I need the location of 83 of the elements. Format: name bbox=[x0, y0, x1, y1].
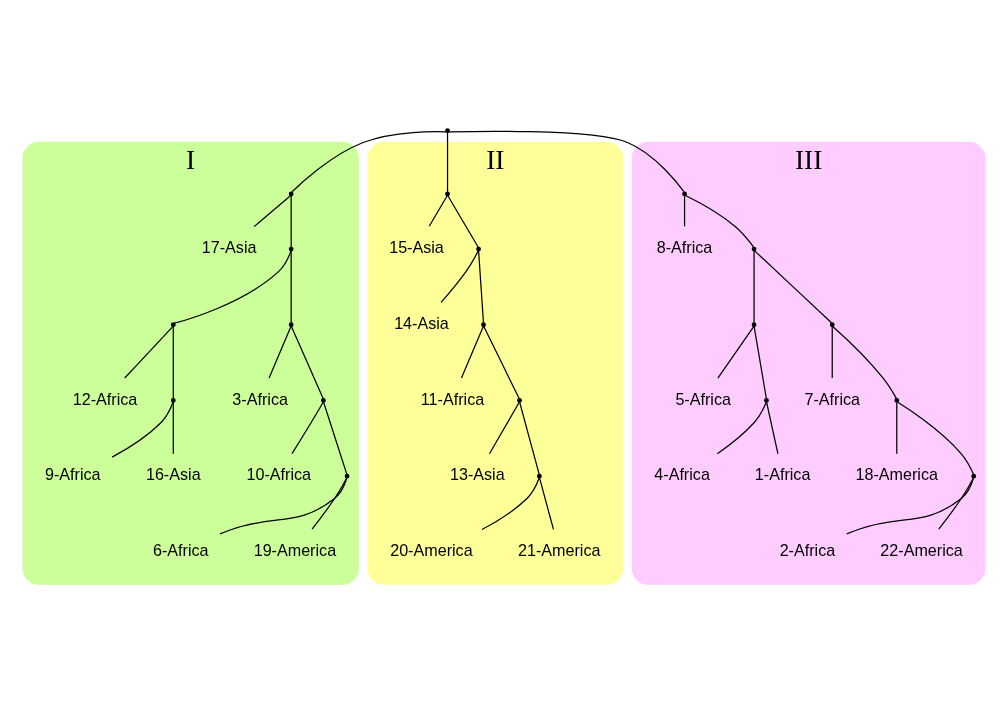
node-text: 15-Asia bbox=[389, 238, 444, 257]
node-point bbox=[476, 246, 481, 252]
node-text: 7-Africa bbox=[804, 389, 861, 408]
node-text: 16-Asia bbox=[145, 465, 201, 484]
node-point bbox=[971, 473, 977, 479]
connector bbox=[938, 477, 975, 530]
node-point bbox=[344, 473, 350, 479]
connector bbox=[488, 401, 520, 455]
connector bbox=[291, 131, 447, 193]
connector bbox=[440, 250, 479, 303]
node-point bbox=[894, 398, 900, 403]
node-point bbox=[321, 398, 326, 403]
connector bbox=[311, 477, 348, 530]
connector bbox=[111, 401, 174, 458]
connector bbox=[846, 477, 975, 535]
node-text: 8-Africa bbox=[656, 238, 713, 257]
connector bbox=[323, 401, 348, 475]
node-text: 9-Africa bbox=[44, 465, 101, 484]
node-text: 22-America bbox=[880, 541, 963, 560]
connector bbox=[683, 195, 686, 227]
node-text: 12-Africa bbox=[72, 389, 138, 408]
connector bbox=[268, 326, 292, 379]
connector bbox=[481, 477, 540, 531]
connector bbox=[754, 250, 833, 324]
connector bbox=[173, 250, 292, 324]
node-text: 1-Africa bbox=[754, 465, 811, 484]
node-text: 19-America bbox=[253, 541, 337, 560]
connector bbox=[519, 401, 540, 475]
node-text: 10-Africa bbox=[246, 465, 312, 484]
connector bbox=[172, 326, 174, 400]
node-text: 14-Asia bbox=[394, 313, 449, 332]
node-point bbox=[536, 473, 542, 479]
connector bbox=[446, 132, 449, 193]
node-text: 2-Africa bbox=[779, 541, 836, 560]
node-text: 17-Asia bbox=[201, 238, 257, 257]
connector bbox=[447, 195, 479, 248]
node-point bbox=[288, 322, 294, 328]
connector bbox=[219, 477, 348, 535]
node-point bbox=[445, 128, 450, 134]
connector bbox=[896, 401, 898, 455]
connector bbox=[448, 130, 685, 193]
connector bbox=[716, 401, 767, 455]
node-point bbox=[288, 191, 294, 197]
node-point bbox=[751, 246, 757, 252]
node-text: 3-Africa bbox=[232, 389, 288, 408]
node-point bbox=[829, 322, 835, 328]
node-point bbox=[682, 191, 687, 197]
node-point bbox=[170, 322, 176, 328]
node-text: 4-Africa bbox=[654, 465, 710, 484]
connector bbox=[538, 477, 555, 531]
node-text: 21-America bbox=[518, 541, 601, 560]
connector bbox=[717, 326, 755, 379]
connector bbox=[483, 326, 520, 400]
connector bbox=[831, 326, 833, 379]
connector bbox=[766, 401, 779, 455]
connector bbox=[290, 195, 292, 248]
connector bbox=[897, 401, 975, 475]
connector bbox=[685, 195, 755, 248]
node-point bbox=[517, 398, 522, 403]
connector bbox=[832, 326, 898, 400]
node-point bbox=[288, 246, 294, 252]
node-text: 11-Africa bbox=[420, 389, 485, 408]
node-text: 13-Asia bbox=[449, 465, 505, 484]
connector bbox=[478, 250, 485, 324]
connector bbox=[753, 326, 767, 400]
node-point bbox=[481, 322, 486, 328]
connector bbox=[753, 250, 755, 324]
node-point bbox=[764, 398, 769, 403]
connector bbox=[253, 195, 292, 228]
connector bbox=[428, 195, 448, 227]
connector bbox=[124, 326, 174, 379]
connector bbox=[460, 326, 484, 379]
node-text: 5-Africa bbox=[675, 389, 731, 408]
connector bbox=[290, 250, 292, 324]
node-text: 18-America bbox=[855, 465, 938, 484]
node-point bbox=[170, 398, 176, 403]
node-point bbox=[445, 191, 450, 197]
node-text: 6-Africa bbox=[152, 541, 209, 560]
connector bbox=[172, 401, 174, 455]
connector bbox=[291, 401, 324, 455]
node-point bbox=[751, 322, 757, 328]
node-text: 20-America bbox=[390, 541, 473, 560]
connector bbox=[290, 326, 324, 400]
